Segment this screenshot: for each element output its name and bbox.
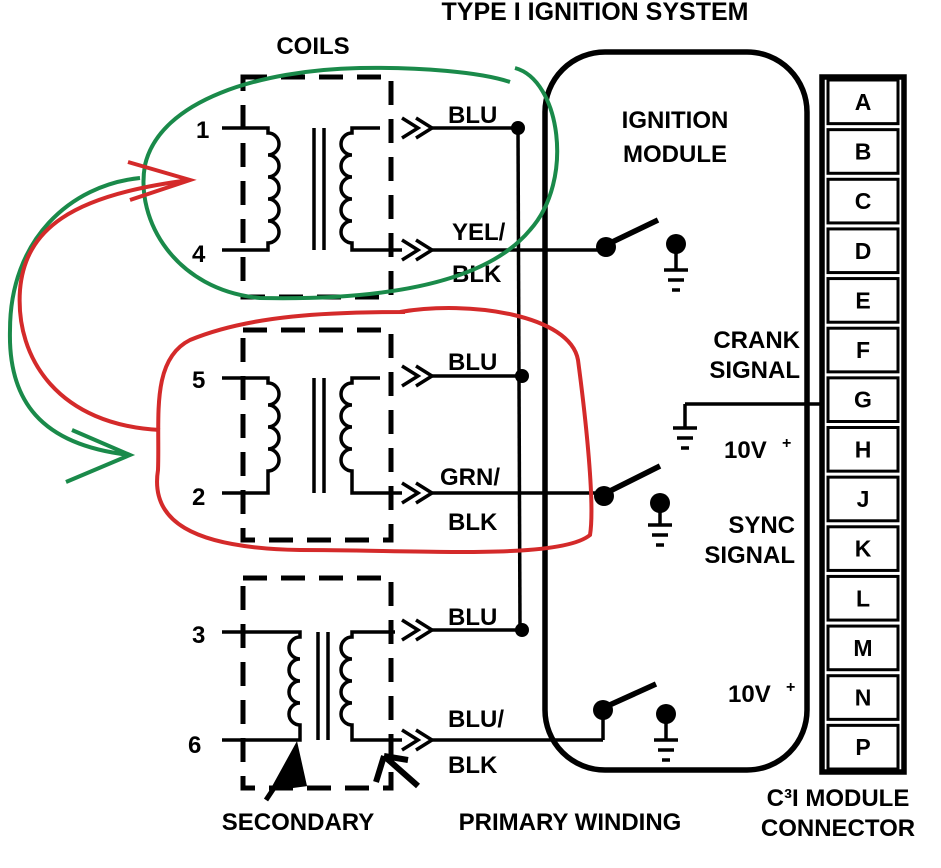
module-title-1: IGNITION bbox=[622, 107, 729, 134]
connector-pin-n: N bbox=[855, 685, 872, 711]
connector-outline bbox=[819, 74, 907, 775]
crank-signal-line bbox=[673, 402, 820, 450]
red-annotation-arrow-icon bbox=[17, 160, 197, 432]
voltage-plus-2: + bbox=[786, 679, 795, 696]
connector-pin-d: D bbox=[855, 238, 872, 264]
switch-2 bbox=[432, 463, 672, 547]
terminal-6: 6 bbox=[188, 732, 201, 759]
connector-pin-l: L bbox=[856, 585, 870, 611]
coil-2-windings bbox=[222, 376, 402, 495]
primary-arrow-icon bbox=[373, 753, 420, 789]
coil-box-2 bbox=[240, 327, 394, 543]
voltage-label-2: 10V bbox=[728, 681, 771, 708]
connector-pin-f: F bbox=[856, 337, 870, 363]
coils-heading: COILS bbox=[276, 33, 349, 60]
wire-label-grn: GRN/ bbox=[440, 464, 500, 491]
connector-pin-g: G bbox=[854, 387, 872, 413]
green-annotation-arrow-icon bbox=[7, 176, 141, 484]
green-annotation-loop bbox=[141, 65, 560, 301]
wire-label-blu-blk: BLK bbox=[448, 752, 498, 779]
coil-3-windings bbox=[222, 630, 402, 742]
wire-label-yel: YEL/ bbox=[452, 219, 506, 246]
primary-winding-label: PRIMARY WINDING bbox=[459, 809, 682, 836]
connector-pin-box-n bbox=[826, 674, 900, 721]
connector-pin-box-a bbox=[826, 78, 900, 126]
connector-pin-box-h bbox=[826, 426, 900, 473]
connector-pin-box-j bbox=[826, 475, 900, 523]
crank-label-1: CRANK bbox=[713, 327, 800, 354]
connector-pin-box-b bbox=[826, 128, 900, 175]
terminal-2: 2 bbox=[192, 484, 205, 511]
secondary-arrow-icon bbox=[263, 740, 308, 802]
sync-label-1: SYNC bbox=[728, 512, 795, 539]
connector-pin-box-g bbox=[826, 376, 900, 424]
terminal-3: 3 bbox=[192, 622, 205, 649]
connector-pin-m: M bbox=[853, 635, 872, 661]
switch-1 bbox=[432, 217, 688, 292]
connector-pin-box-f bbox=[826, 326, 900, 374]
connector-pin-k: K bbox=[855, 536, 872, 562]
wire-label-blu-2: BLU bbox=[448, 349, 497, 376]
terminal-5: 5 bbox=[192, 367, 205, 394]
connector-pin-e: E bbox=[855, 287, 870, 313]
coil-1-windings bbox=[222, 126, 402, 252]
connector-pin-box-m bbox=[826, 624, 900, 672]
terminal-4: 4 bbox=[192, 241, 206, 268]
module-title-2: MODULE bbox=[623, 141, 727, 168]
connector-pin-h: H bbox=[855, 436, 872, 462]
red-annotation-loop bbox=[155, 306, 594, 554]
connector-pin-b: B bbox=[855, 138, 872, 164]
connector-pin-box-k bbox=[826, 525, 900, 572]
connector-label-2: CONNECTOR bbox=[761, 815, 915, 842]
wire-label-blu-3: BLU bbox=[448, 604, 497, 631]
secondary-label: SECONDARY bbox=[222, 809, 374, 836]
voltage-label-1: 10V bbox=[724, 437, 767, 464]
crank-label-2: SIGNAL bbox=[709, 357, 800, 384]
connector-label-1: C³I MODULE bbox=[767, 785, 910, 812]
coil-box-1 bbox=[240, 74, 394, 300]
wire-connectors bbox=[401, 116, 436, 752]
diagram-title: TYPE I IGNITION SYSTEM bbox=[442, 0, 749, 26]
connector-pin-box-c bbox=[826, 177, 900, 225]
switch-3 bbox=[432, 681, 678, 762]
connector-pin-j: J bbox=[857, 486, 870, 512]
wire-label-blu-1: BLU bbox=[448, 102, 497, 129]
wire-label-grn-blk: BLK bbox=[448, 509, 498, 536]
connector-pin-box-d bbox=[826, 227, 900, 275]
connector-pin-box-p bbox=[826, 723, 900, 771]
connector-pin-a: A bbox=[855, 89, 872, 115]
ignition-module-outline bbox=[542, 49, 810, 773]
voltage-plus-1: + bbox=[782, 435, 791, 452]
connector-pin-box-l bbox=[826, 574, 900, 622]
connector-pin-p: P bbox=[855, 734, 870, 760]
connector-pin-c: C bbox=[855, 188, 872, 214]
blu-bus bbox=[432, 121, 529, 637]
connector-pin-box-e bbox=[826, 277, 900, 324]
coil-box-3 bbox=[240, 575, 394, 791]
terminal-1: 1 bbox=[196, 117, 209, 144]
sync-label-2: SIGNAL bbox=[704, 542, 795, 569]
wire-label-blu-slash: BLU/ bbox=[448, 706, 504, 733]
